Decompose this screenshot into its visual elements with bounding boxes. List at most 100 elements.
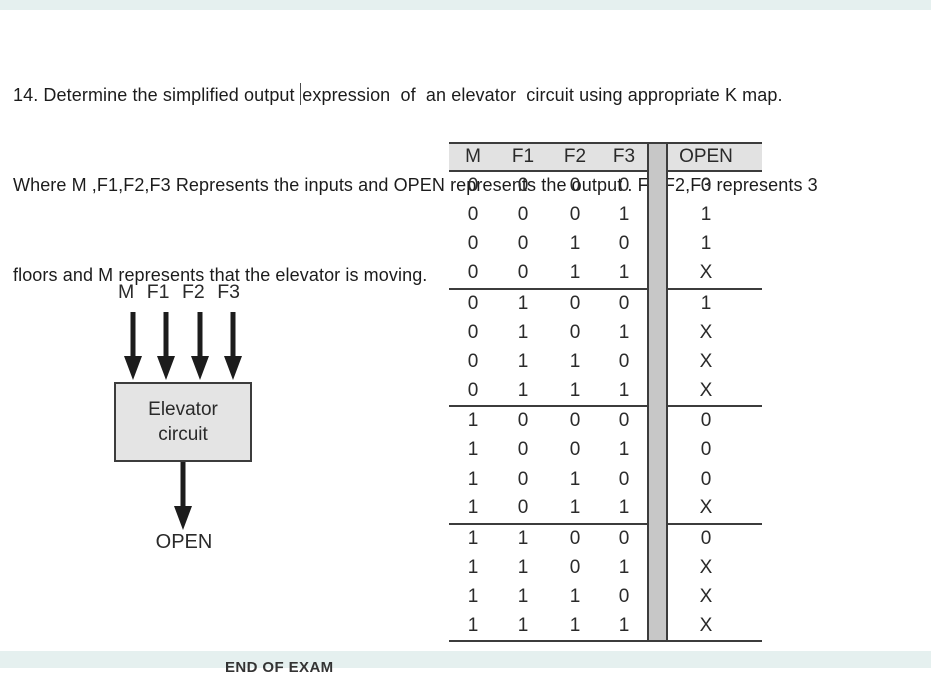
question-text-block[interactable]: 14. Determine the simplified output expr… xyxy=(13,20,921,320)
separator-bar-cell xyxy=(647,553,668,583)
input-cell: 1 xyxy=(569,586,581,608)
open-cell: 0 xyxy=(700,527,712,549)
open-cell: X xyxy=(667,376,762,408)
separator-bar-cell xyxy=(647,200,668,230)
input-cell: 0 xyxy=(467,292,479,314)
separator-bar-cell xyxy=(647,435,668,465)
input-cell: 1 xyxy=(569,468,581,490)
input-cell: 1 xyxy=(467,468,479,490)
elevator-box-label-line2: circuit xyxy=(158,424,208,445)
input-cell: 1 xyxy=(467,410,479,432)
input-cell: 0 xyxy=(618,468,630,490)
input-cell: 1 xyxy=(601,494,648,525)
header-f1: F1 xyxy=(497,143,549,172)
input-cell: 0 xyxy=(569,439,581,461)
input-cell: 1 xyxy=(618,204,630,226)
question-line-1-after: expression of an elevator circuit using … xyxy=(302,85,783,105)
input-label-f3: F3 xyxy=(217,281,240,303)
separator-bar-cell xyxy=(647,376,668,407)
input-cell: 0 xyxy=(618,410,630,432)
input-cell: 1 xyxy=(467,615,479,637)
input-cell: 1 xyxy=(618,615,630,637)
question-line-1: 14. Determine the simplified output expr… xyxy=(13,80,921,110)
input-cell: 1 xyxy=(517,586,529,608)
input-cell: 0 xyxy=(618,586,630,608)
open-cell: 1 xyxy=(700,204,712,226)
input-cell: 1 xyxy=(618,556,630,578)
input-cell: 0 xyxy=(467,321,479,343)
input-cell: 1 xyxy=(569,351,581,373)
open-cell: X xyxy=(699,556,713,578)
separator-bar-cell xyxy=(647,494,668,524)
input-cell: 1 xyxy=(467,439,479,461)
input-cell: 0 xyxy=(449,376,497,408)
input-cell: 1 xyxy=(618,321,630,343)
input-cell: 1 xyxy=(517,527,529,549)
input-cell: 1 xyxy=(517,292,529,314)
input-cell: 0 xyxy=(467,204,479,226)
text-cursor xyxy=(299,83,302,105)
open-cell: 0 xyxy=(700,468,712,490)
separator-bar-cell xyxy=(647,464,668,495)
separator-bar-cell xyxy=(647,406,668,436)
separator-bar-cell xyxy=(647,523,668,554)
output-down-arrow-icon xyxy=(174,462,192,530)
separator-bar-cell xyxy=(647,317,668,348)
input-cell: 1 xyxy=(517,351,529,373)
open-cell: X xyxy=(699,321,713,343)
input-cell: 0 xyxy=(618,292,630,314)
input-cell: 1 xyxy=(569,615,581,637)
header-f3: F3 xyxy=(601,143,648,172)
separator-bar-cell xyxy=(647,171,668,201)
header-m: M xyxy=(449,143,497,172)
input-cell: 0 xyxy=(618,175,630,197)
input-label-f1: F1 xyxy=(146,281,170,303)
open-cell: 1 xyxy=(700,292,712,314)
input-cell: 0 xyxy=(497,259,549,290)
open-cell: X xyxy=(699,351,713,373)
input-cell: 1 xyxy=(467,527,479,549)
input-cell: 0 xyxy=(517,204,529,226)
question-line-3: floors and M represents that the elevato… xyxy=(13,265,428,285)
input-cell: 0 xyxy=(467,351,479,373)
input-cell: 0 xyxy=(569,556,581,578)
separator-bar-cell xyxy=(647,229,668,260)
open-cell: X xyxy=(699,615,713,637)
output-label-open: OPEN xyxy=(155,531,213,553)
input-cell: 0 xyxy=(569,527,581,549)
question-line-1-before: 14. Determine the simplified output xyxy=(13,85,300,105)
input-cell: 0 xyxy=(569,292,581,314)
open-cell: 0 xyxy=(700,175,712,197)
elevator-circuit-box: Elevator circuit xyxy=(114,382,252,462)
input-cell: 1 xyxy=(618,439,630,461)
separator-bar-cell xyxy=(647,611,668,642)
open-cell: X xyxy=(667,494,762,525)
input-cell: 0 xyxy=(517,410,529,432)
input-cell: 1 xyxy=(601,376,648,408)
input-cell: 0 xyxy=(467,175,479,197)
input-cell: 0 xyxy=(517,233,529,255)
down-arrow-icon xyxy=(191,312,209,380)
down-arrow-icon xyxy=(224,312,242,380)
separator-bar-cell xyxy=(647,347,668,377)
open-cell: 1 xyxy=(700,233,712,255)
input-cell: 1 xyxy=(517,615,529,637)
separator-bar-cell xyxy=(647,582,668,612)
input-label-m: M xyxy=(118,281,135,303)
diagram-input-labels: M F1 F2 F3 xyxy=(118,281,240,304)
input-cell: 0 xyxy=(569,410,581,432)
input-cell: 1 xyxy=(601,259,648,290)
top-page-divider xyxy=(0,0,931,10)
header-f2: F2 xyxy=(549,143,601,172)
question-line-2: Where M ,F1,F2,F3 Represents the inputs … xyxy=(13,175,818,195)
